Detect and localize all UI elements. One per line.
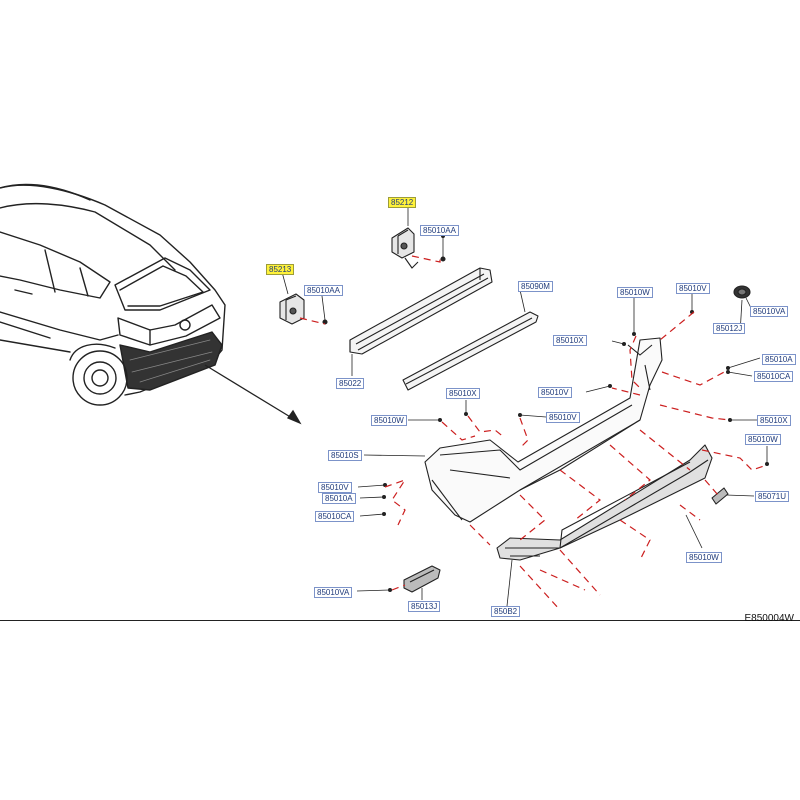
part-label-85012J[interactable]: 85012J (713, 323, 746, 334)
part-label-85010AA[interactable]: 85010AA (420, 225, 459, 236)
leader-dots (382, 234, 769, 592)
parts (279, 227, 751, 593)
part-label-85013J[interactable]: 85013J (408, 601, 441, 612)
frame-divider (0, 620, 800, 621)
part-label-85010X[interactable]: 85010X (446, 388, 480, 399)
part-label-85010W[interactable]: 85010W (686, 552, 722, 563)
part-label-85010CA[interactable]: 85010CA (754, 371, 794, 382)
part-label-85010VA[interactable]: 85010VA (750, 306, 789, 317)
vehicle-illustration (0, 183, 226, 406)
part-label-85090M[interactable]: 85090M (518, 281, 553, 292)
part-label-85022[interactable]: 85022 (336, 378, 365, 389)
part-label-85010W[interactable]: 85010W (371, 415, 407, 426)
part-label-85213[interactable]: 85213 (266, 264, 295, 275)
part-label-85010A[interactable]: 85010A (322, 493, 356, 504)
lower-valance-850B2 (496, 444, 713, 561)
part-label-85010V[interactable]: 85010V (538, 387, 572, 398)
part-label-85010A[interactable]: 85010A (762, 354, 796, 365)
reflector-85071U (711, 487, 729, 505)
assembly-lines (299, 255, 768, 611)
part-label-85010V[interactable]: 85010V (318, 482, 352, 493)
energy-absorber-85090M (402, 311, 539, 391)
part-label-85010AA[interactable]: 85010AA (304, 285, 343, 296)
part-label-85010S[interactable]: 85010S (328, 450, 362, 461)
leader-lines (281, 206, 768, 607)
direction-arrow (204, 364, 302, 425)
part-label-85010VA[interactable]: 85010VA (314, 587, 353, 598)
part-label-85010W[interactable]: 85010W (745, 434, 781, 445)
bracket-85212 (391, 227, 419, 269)
part-label-85010V[interactable]: 85010V (546, 412, 580, 423)
part-label-85010CA[interactable]: 85010CA (315, 511, 355, 522)
diagram-code: E850004W (744, 613, 794, 624)
part-label-85010X[interactable]: 85010X (553, 335, 587, 346)
part-label-85071U[interactable]: 85071U (755, 491, 790, 502)
part-label-85010X[interactable]: 85010X (757, 415, 791, 426)
part-label-850B2[interactable]: 850B2 (491, 606, 521, 617)
bracket-85213 (279, 293, 305, 325)
grommet-85012J (733, 285, 751, 299)
rear-bumper-fascia (424, 337, 663, 523)
part-label-85010V[interactable]: 85010V (676, 283, 710, 294)
part-label-85010W[interactable]: 85010W (617, 287, 653, 298)
part-label-85212[interactable]: 85212 (388, 197, 417, 208)
bracket-85013J (403, 565, 441, 593)
bumper-reinforcement-85022 (349, 267, 493, 355)
